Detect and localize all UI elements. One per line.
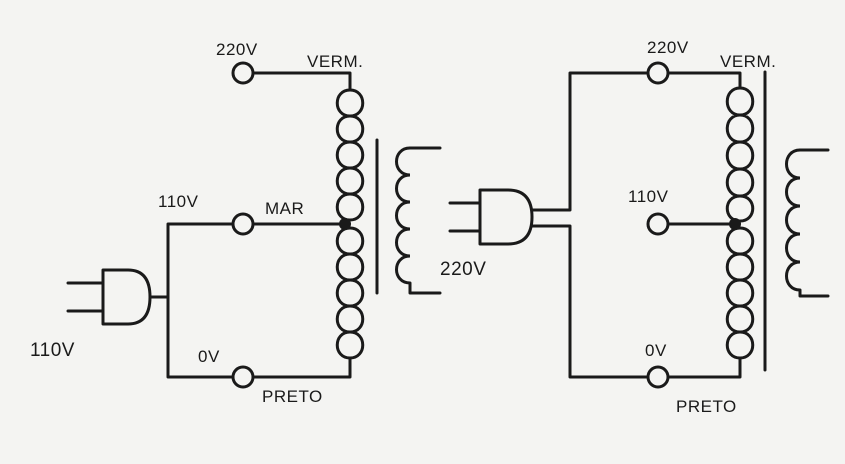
right-label-preto: PRETO bbox=[676, 397, 737, 416]
left-plug-icon bbox=[66, 268, 170, 326]
right-wire-0v bbox=[530, 224, 650, 379]
left-label-220v: 220V bbox=[216, 40, 258, 59]
left-label-110v: 110V bbox=[158, 192, 199, 211]
left-terminal-110v bbox=[231, 212, 255, 236]
right-terminal-110v bbox=[646, 212, 670, 236]
left-terminal-220v bbox=[231, 61, 255, 85]
right-plug-icon bbox=[448, 188, 534, 246]
right-secondary-winding bbox=[785, 148, 830, 298]
left-lead-preto bbox=[251, 356, 352, 379]
left-lead-verm bbox=[251, 71, 352, 92]
left-secondary-winding bbox=[395, 146, 442, 295]
left-plug-label: 110V bbox=[30, 340, 75, 361]
left-terminal-0v bbox=[231, 365, 255, 389]
left-wire-0v bbox=[166, 295, 234, 379]
left-label-verm: VERM. bbox=[307, 52, 363, 71]
left-wire-110v bbox=[166, 222, 234, 299]
right-center-tap-dot bbox=[729, 218, 741, 230]
right-label-110v: 110V bbox=[628, 187, 669, 206]
left-primary-winding bbox=[335, 88, 365, 360]
right-label-verm: VERM. bbox=[720, 52, 776, 71]
left-label-mar: MAR bbox=[265, 199, 304, 218]
right-terminal-0v bbox=[646, 365, 670, 389]
right-terminal-220v bbox=[646, 61, 670, 85]
left-circuit: 220V VERM. 110V MAR 0V PRETO 110V bbox=[30, 40, 442, 406]
right-circuit: 220V 220V VERM. 110V 0V PRETO bbox=[440, 38, 830, 416]
left-center-tap-dot bbox=[339, 218, 351, 230]
right-plug-label: 220V bbox=[440, 259, 486, 280]
left-label-preto: PRETO bbox=[262, 387, 323, 406]
left-label-0v: 0V bbox=[198, 347, 220, 366]
right-label-220v: 220V bbox=[647, 38, 689, 57]
right-lead-verm bbox=[666, 71, 742, 90]
right-lead-preto bbox=[666, 356, 742, 379]
right-label-0v: 0V bbox=[645, 341, 667, 360]
right-wire-220v bbox=[530, 71, 650, 212]
